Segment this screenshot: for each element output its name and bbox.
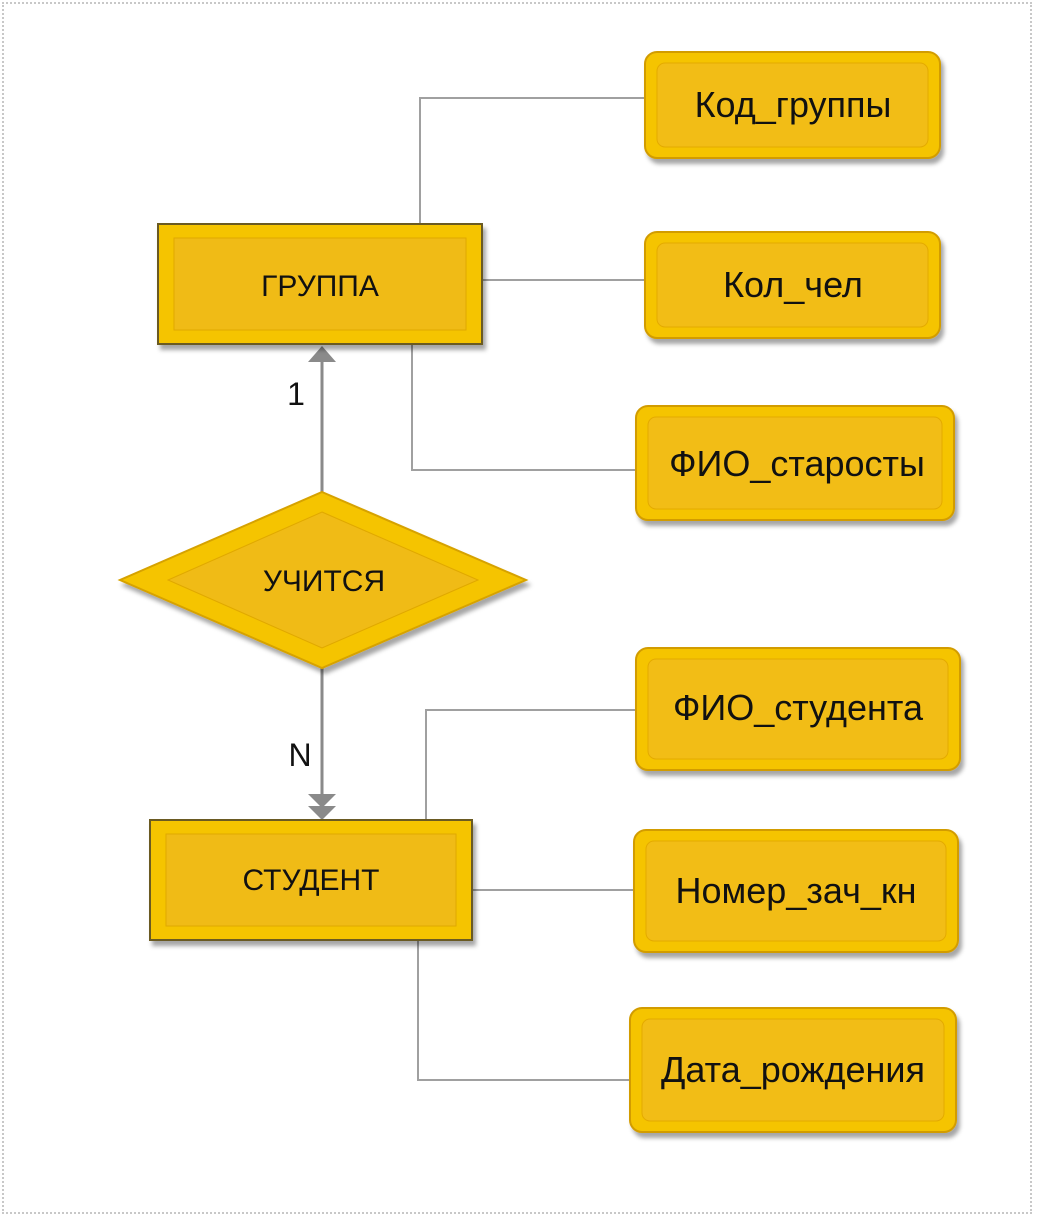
attribute-data-rozhdeniya-label: Дата_рождения: [661, 1049, 925, 1090]
attribute-nomer-zach-kn-label: Номер_зач_кн: [676, 870, 917, 911]
attribute-kol-chel-label: Кол_чел: [723, 264, 863, 305]
entity-student-label: СТУДЕНТ: [242, 864, 379, 897]
connector-fio-starosty: [411, 344, 636, 471]
cardinality-student-side: N: [288, 737, 311, 773]
attribute-fio-studenta-label: ФИО_студента: [673, 687, 924, 728]
cardinality-group-side: 1: [287, 376, 305, 412]
attribute-fio-starosty-label: ФИО_старосты: [669, 443, 925, 484]
attribute-nomer-zach-kn[interactable]: [633, 829, 959, 953]
attribute-kol-chel[interactable]: [644, 231, 941, 339]
entity-student[interactable]: [149, 819, 473, 941]
relationship-connectors: [308, 346, 336, 820]
relationship-diamond[interactable]: [117, 490, 529, 670]
connector-fio-studenta: [425, 709, 636, 820]
student-attribute-connectors: [417, 709, 636, 1081]
arrow-up-icon: [308, 346, 336, 362]
entity-group[interactable]: [157, 223, 483, 345]
attribute-fio-studenta[interactable]: [635, 647, 961, 771]
attribute-data-rozhdeniya[interactable]: [629, 1007, 957, 1133]
relationship-label: УЧИТСЯ: [263, 565, 385, 598]
connector-kod-gruppy: [419, 97, 645, 224]
group-attribute-connectors: [411, 97, 645, 471]
attribute-fio-starosty[interactable]: [635, 405, 955, 521]
attribute-kod-gruppy[interactable]: [644, 51, 941, 159]
connector-data-rozhdeniya: [417, 940, 630, 1081]
entity-group-label: ГРУППА: [261, 270, 379, 303]
attribute-kod-gruppy-label: Код_группы: [695, 84, 892, 125]
arrow-down-double-icon: [308, 806, 336, 820]
arrow-down-icon: [308, 794, 336, 808]
